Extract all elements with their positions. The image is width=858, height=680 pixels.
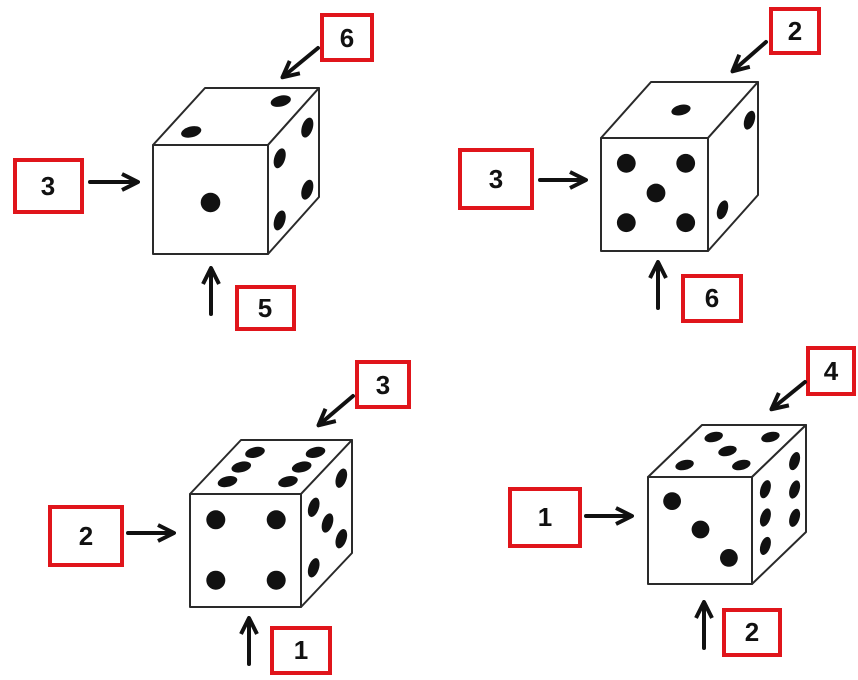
die-4-label-left-text: 1	[538, 502, 552, 532]
die-1-label-left: 3	[15, 160, 82, 212]
die-2-arrow-top	[734, 42, 766, 70]
die-3: 3 2 1	[50, 362, 409, 673]
die-2-label-top: 2	[771, 9, 819, 53]
die-4-label-top: 4	[808, 348, 854, 394]
die-3-label-left: 2	[50, 507, 122, 565]
die-3-front-pip	[206, 510, 225, 529]
die-3-label-top-text: 3	[376, 370, 390, 400]
die-3-label-top: 3	[357, 362, 409, 407]
die-2-label-top-text: 2	[788, 16, 802, 46]
die-4-cube	[648, 425, 806, 584]
die-2-front-pip	[676, 213, 695, 232]
die-4-arrow-top	[773, 382, 805, 408]
die-2-front-pip	[617, 154, 636, 173]
die-4-label-left: 1	[510, 489, 580, 546]
die-2-front-pip	[647, 184, 666, 203]
die-2-label-left: 3	[460, 150, 532, 208]
die-3-arrow-top	[320, 396, 353, 424]
die-3-label-bottom-text: 1	[294, 635, 308, 665]
die-1-front-pip	[201, 193, 221, 213]
die-3-front-pip	[267, 510, 286, 529]
die-4-label-bottom: 2	[724, 610, 780, 655]
die-4-front-pip	[663, 492, 681, 510]
die-1-label-bottom: 5	[237, 287, 294, 329]
die-4: 4 1 2	[510, 348, 854, 655]
die-1: 6 3 5	[15, 15, 372, 329]
die-2-label-bottom-text: 6	[705, 283, 719, 313]
die-2-label-bottom: 6	[683, 276, 741, 321]
die-1-cube	[153, 88, 319, 254]
die-1-label-top-text: 6	[340, 23, 354, 53]
die-2-front-pip	[676, 154, 695, 173]
die-3-label-left-text: 2	[79, 521, 93, 551]
die-4-label-top-text: 4	[824, 356, 839, 386]
die-3-front-face	[190, 494, 301, 607]
die-3-label-bottom: 1	[272, 628, 330, 673]
die-4-front-pip	[720, 549, 738, 567]
die-1-label-top: 6	[322, 15, 372, 60]
die-4-label-bottom-text: 2	[745, 617, 759, 647]
die-1-label-bottom-text: 5	[258, 293, 272, 323]
die-3-cube	[190, 440, 352, 607]
die-2: 2 3 6	[460, 9, 819, 321]
die-1-label-left-text: 3	[41, 171, 55, 201]
die-4-front-pip	[692, 521, 710, 539]
die-3-front-pip	[267, 571, 286, 590]
die-1-arrow-top	[284, 48, 318, 76]
die-3-front-pip	[206, 571, 225, 590]
die-2-front-pip	[617, 213, 636, 232]
die-2-cube	[601, 82, 758, 251]
die-2-label-left-text: 3	[489, 164, 503, 194]
